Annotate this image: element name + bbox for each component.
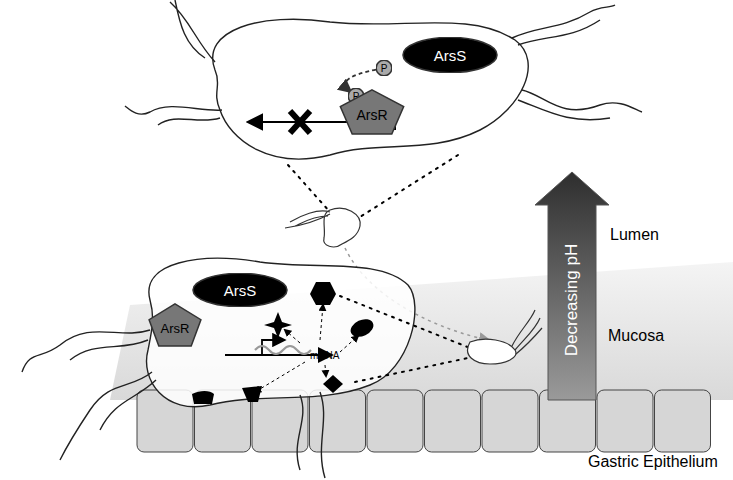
kinase-ellipse: ArsS (192, 273, 288, 307)
zoom-lines (340, 296, 470, 382)
kinase-ellipse: ArsS (402, 37, 498, 73)
regulator-pentagon: ArsR (148, 303, 202, 347)
node-text: ArsS (224, 282, 257, 299)
node-text: ArsR (356, 107, 387, 123)
small-bacterium (285, 208, 360, 247)
small-bacterium (468, 310, 542, 364)
translation-arrows (255, 305, 358, 392)
region-label: Mucosa (608, 327, 664, 345)
ph-label: Decreasing pH (562, 244, 582, 356)
mrna-label: mRNA (310, 350, 339, 361)
bacterium-top (125, 0, 642, 159)
bacterium-bottom (22, 258, 415, 478)
node-text: ArsS (434, 47, 467, 64)
regulator-pentagon: ArsR (339, 89, 405, 135)
phosphotransfer-arrow (345, 70, 376, 91)
node-text: ArsR (161, 321, 190, 336)
node-text: P (381, 63, 388, 74)
ph-arrow (535, 172, 609, 400)
mrna-strand (255, 346, 311, 354)
region-label: Gastric Epithelium (588, 453, 718, 471)
phosphate-circle: P (376, 60, 392, 76)
block-cross (290, 111, 310, 133)
region-label: Lumen (610, 226, 659, 244)
